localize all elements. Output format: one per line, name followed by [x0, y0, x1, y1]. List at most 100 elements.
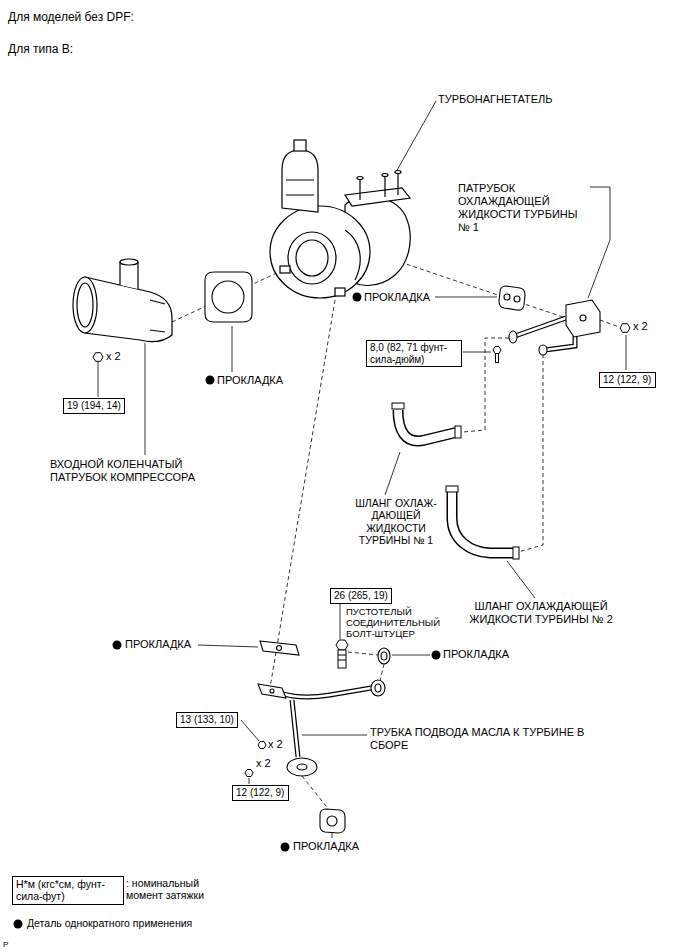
- single-use-mark: [14, 920, 23, 929]
- torque-value: 12 (122, 9): [603, 374, 652, 386]
- compressor-inlet-elbow: [120, 262, 138, 289]
- torque-value: 12 (122, 9): [236, 787, 285, 799]
- leader-line: [392, 655, 430, 656]
- compressor-inlet-elbow: [73, 259, 172, 342]
- single-use-mark: [353, 293, 362, 302]
- legend-entry: : номинальный момент затяжки: [126, 877, 231, 902]
- single-use-mark: [432, 651, 441, 660]
- part-name: ПРОКЛАДКА: [364, 291, 430, 304]
- leader-line: [396, 101, 436, 172]
- part-name: ПУСТОТЕЛЫЙ СОЕДИНИТЕЛЬНЫЙ БОЛТ-ШТУЦЕР: [346, 606, 451, 640]
- turbocharger: [345, 188, 410, 206]
- turbocharger: [294, 140, 306, 151]
- oil-pipe: [287, 758, 317, 776]
- oil-pipe: [375, 684, 381, 692]
- coolant-hose: [452, 492, 515, 553]
- coolant-hose: [392, 403, 404, 409]
- legend-entry: Деталь однократного применения: [27, 917, 192, 929]
- single-use-mark: [281, 843, 290, 852]
- oil-pipe: [292, 700, 298, 757]
- gasket: [205, 272, 252, 322]
- turbocharger: [270, 206, 370, 298]
- bolt: [338, 650, 346, 668]
- turbocharger: [296, 240, 328, 276]
- torque-box: 26 (265, 19): [330, 588, 392, 604]
- torque-box: 12 (122, 9): [599, 372, 656, 388]
- turbocharger: [288, 232, 336, 284]
- coolant-pipe: [566, 300, 600, 337]
- coolant-pipe: [580, 315, 586, 321]
- gasket: [381, 652, 387, 660]
- torque-box: Н*м (кгс*см, фунт-сила-фут): [12, 876, 124, 905]
- coolant-pipe: [509, 331, 517, 343]
- turbocharger: [280, 266, 290, 273]
- part-name: ТУРБОНАГНЕТАТЕЛЬ: [438, 93, 553, 106]
- turbocharger: [357, 177, 363, 180]
- oil-pipe: [258, 684, 286, 698]
- torque-box: 13 (133, 10): [176, 712, 238, 728]
- dashed-assembly-line: [600, 320, 619, 327]
- dashed-assembly-line: [518, 354, 543, 552]
- gasket: [320, 809, 345, 833]
- oil-pipe: [292, 700, 298, 757]
- part-name: ТРУБКА ПОДВОДА МАСЛА К ТУРБИНЕ В СБОРЕ: [370, 726, 620, 752]
- dashed-assembly-line: [380, 664, 384, 681]
- nut: [258, 742, 266, 749]
- leader-line: [385, 452, 400, 495]
- single-use-mark: [113, 641, 122, 650]
- part-name: ВХОДНОЙ КОЛЕНЧАТЫЙ ПАТРУБОК КОМПРЕССОРА: [50, 458, 220, 484]
- bolt: [493, 347, 501, 354]
- leader-line: [145, 343, 146, 455]
- nut: [245, 770, 253, 777]
- coolant-hose: [452, 492, 515, 553]
- compressor-inlet-elbow: [73, 277, 97, 333]
- nut: [93, 353, 103, 362]
- leader-line: [507, 561, 535, 598]
- bolt: [496, 354, 499, 363]
- coolant-pipe: [509, 300, 600, 355]
- dashed-assembly-line: [463, 338, 509, 432]
- leader-line: [340, 604, 341, 639]
- leader-line: [332, 833, 333, 838]
- torque-value: Н*м (кгс*см, фунт-сила-фут): [16, 878, 120, 902]
- leader-line: [198, 645, 258, 647]
- turbocharger: [270, 140, 410, 298]
- dashed-assembly-line: [172, 262, 619, 811]
- coolant-hose: [455, 426, 461, 438]
- leader-line: [98, 362, 99, 397]
- oil-pipe: [371, 680, 385, 696]
- quantity-label: x 2: [106, 350, 121, 363]
- turbocharger: [335, 288, 345, 296]
- gasket: [327, 816, 337, 826]
- compressor-inlet-elbow: [150, 300, 165, 332]
- bolt: [336, 640, 348, 650]
- leader-line: [626, 335, 627, 370]
- legend-text: : номинальный момент затяжки: [126, 877, 204, 901]
- gasket: [277, 646, 282, 651]
- leader-line: [241, 720, 259, 741]
- gasket: [499, 286, 525, 310]
- turbocharger: [382, 174, 388, 177]
- bolt: [338, 655, 346, 660]
- gasket: [260, 641, 299, 655]
- part-name: ПРОКЛАДКА: [443, 648, 509, 661]
- compressor-inlet-elbow: [77, 283, 93, 327]
- part-name: ПРОКЛАДКА: [217, 374, 283, 387]
- leader-line: [302, 735, 367, 736]
- turbocharger: [286, 180, 314, 195]
- heading: Для моделей без DPF:: [8, 10, 134, 24]
- oil-pipe: [297, 764, 307, 770]
- torque-value: 26 (265, 19): [334, 590, 388, 602]
- leader-line: [232, 326, 233, 372]
- dashed-assembly-line: [348, 652, 378, 655]
- dashed-assembly-line: [270, 300, 335, 688]
- torque-value: 13 (133, 10): [180, 714, 234, 726]
- torque-box: 19 (194, 14): [63, 398, 125, 414]
- dashed-assembly-line: [400, 262, 566, 318]
- nut: [620, 324, 630, 333]
- leader-line: [249, 778, 250, 784]
- turbocharger: [395, 171, 401, 174]
- torque-box: 8,0 (82, 71 фунт-сила-дюйм): [366, 340, 462, 367]
- part-name: ПАТРУБОК ОХЛАЖДАЮЩЕЙ ЖИДКОСТИ ТУРБИНЫ № …: [458, 182, 586, 234]
